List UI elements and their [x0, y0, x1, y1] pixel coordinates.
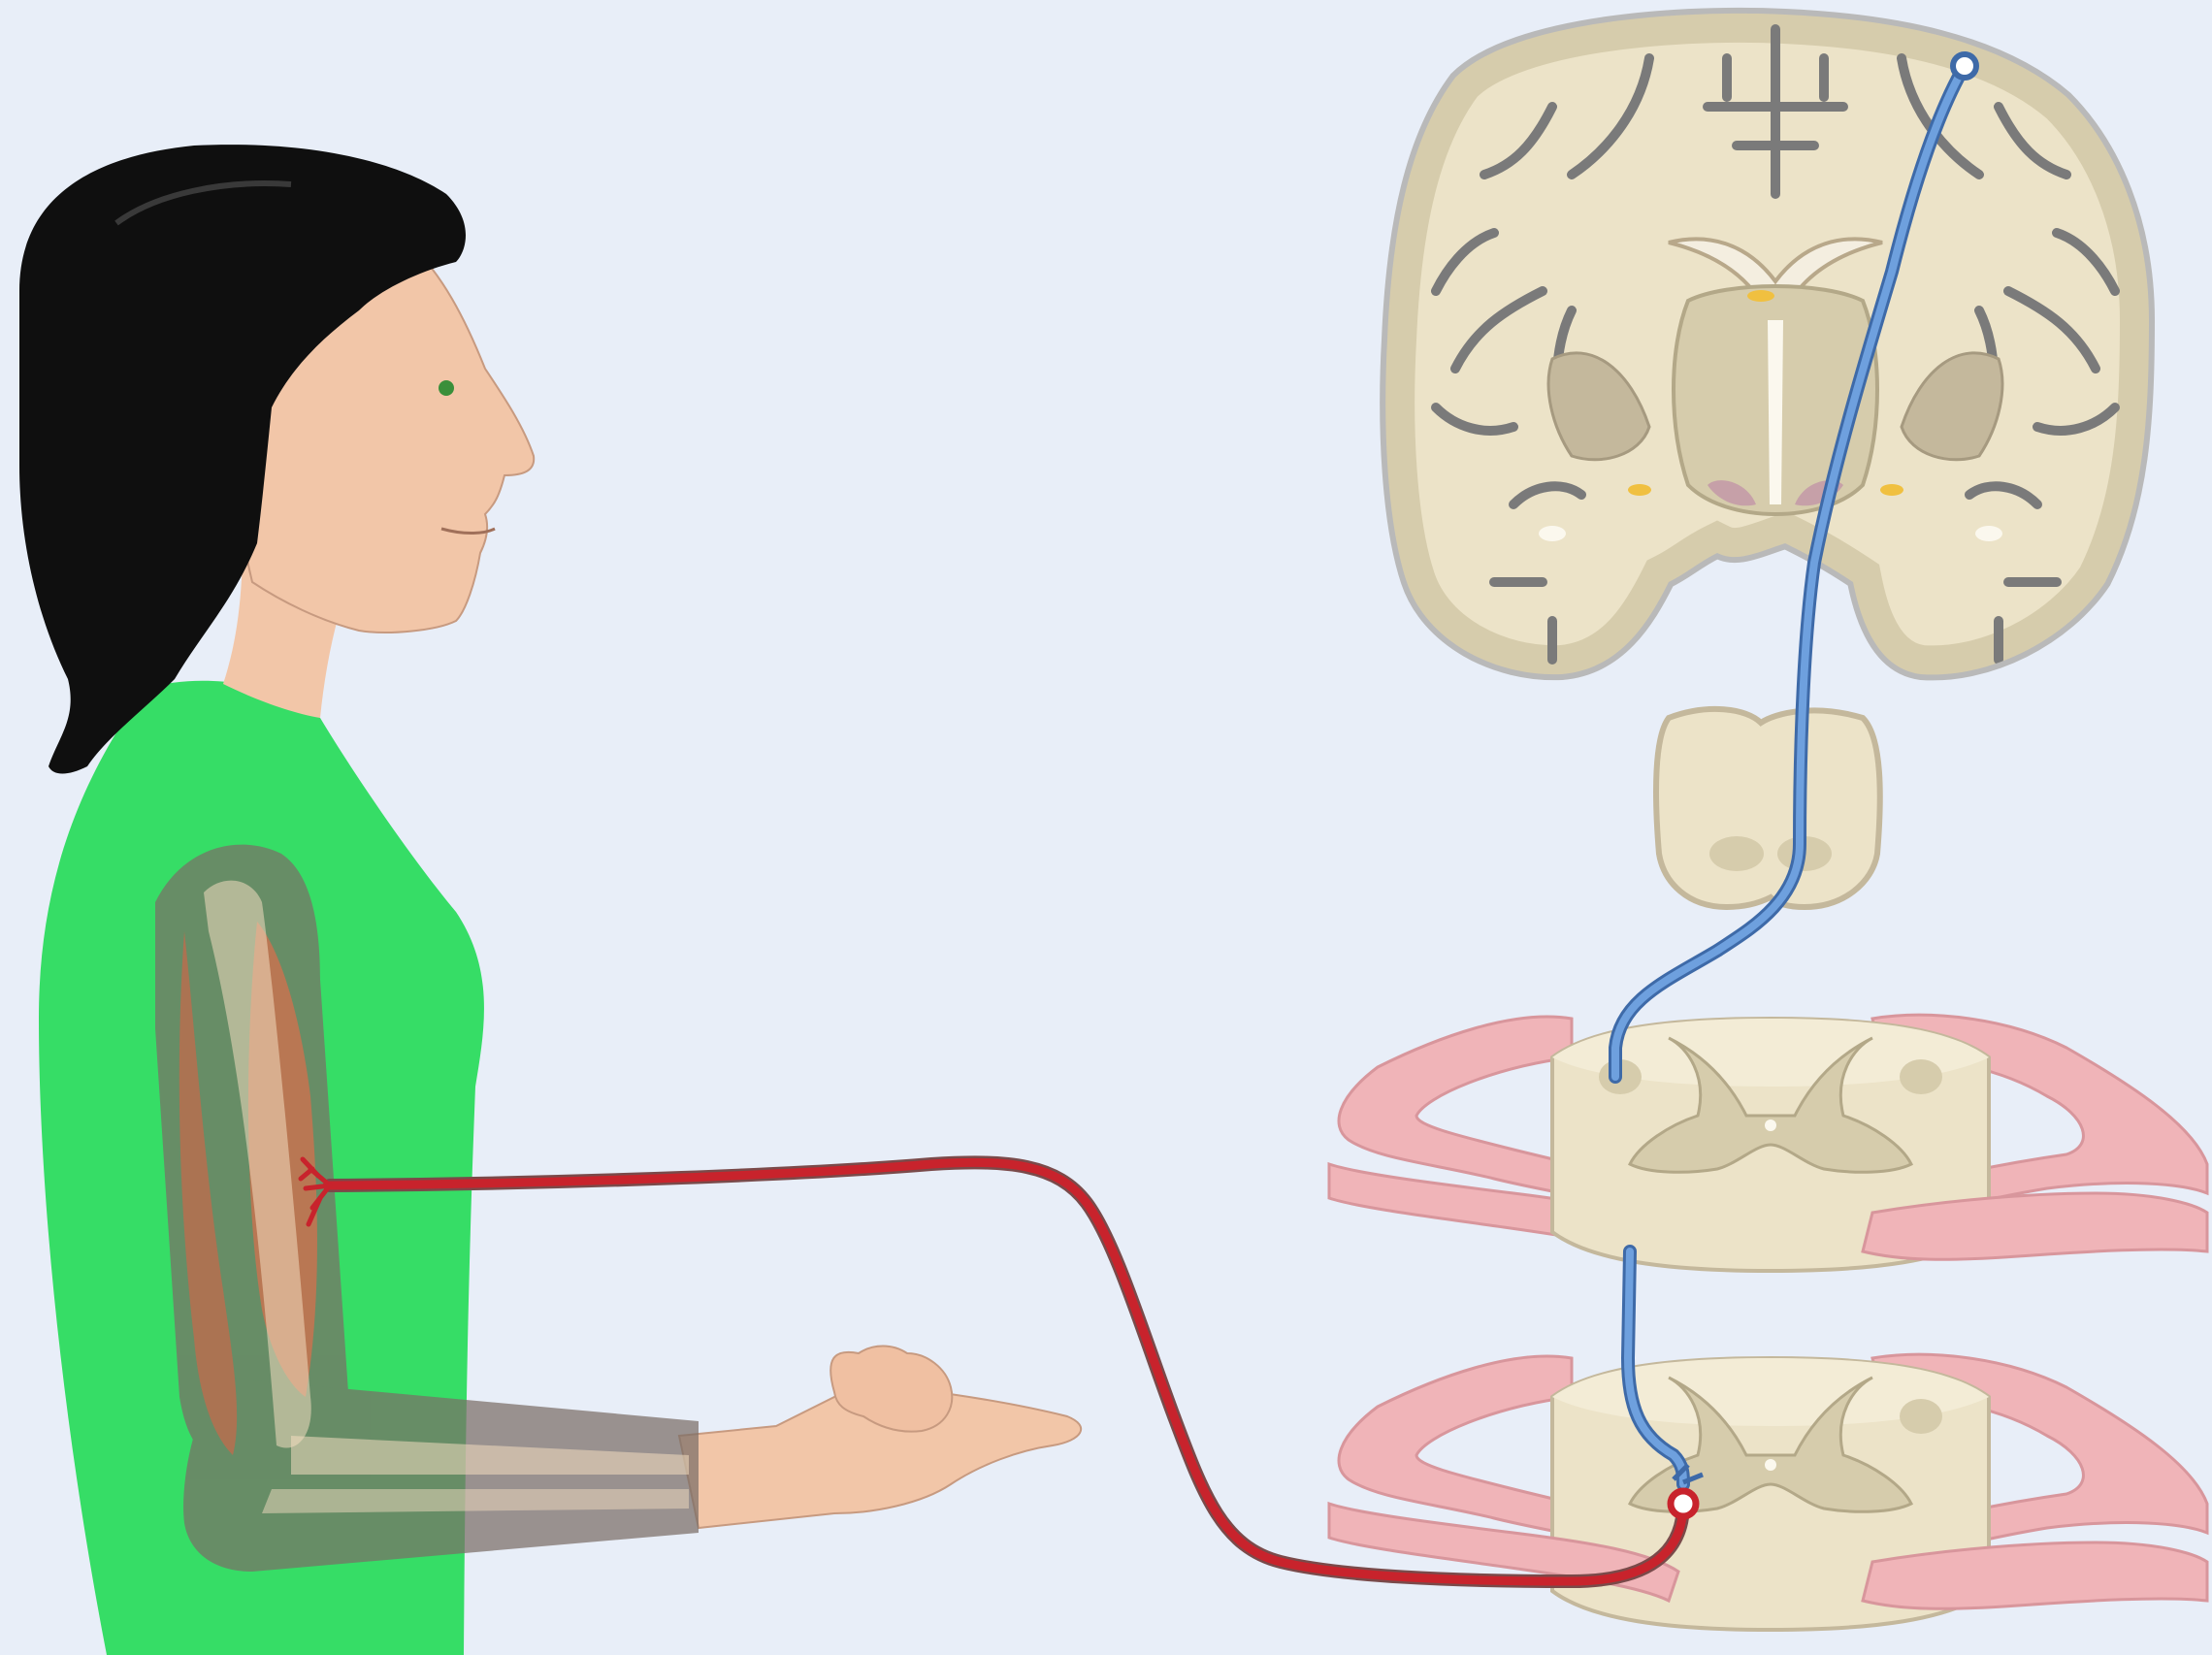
temporal-horn-right: [1975, 526, 2002, 541]
pyramid-left: [1709, 836, 1764, 871]
upper-motor-neuron-cell-body: [1953, 54, 1976, 78]
brain-coronal-section: [1385, 14, 2149, 675]
amygdala-right: [1880, 484, 1903, 496]
human-figure: [19, 145, 1081, 1655]
central-canal-lower: [1765, 1459, 1776, 1471]
spinal-cord-lower: [1329, 1354, 2207, 1630]
third-ventricle: [1768, 320, 1783, 504]
lateral-tract-lower: [1900, 1399, 1942, 1434]
lateral-tract-upper: [1900, 1059, 1942, 1094]
amygdala-left: [1628, 484, 1651, 496]
temporal-horn-left: [1539, 526, 1566, 541]
central-canal-upper: [1765, 1120, 1776, 1131]
lower-motor-neuron-cell-body: [1671, 1491, 1696, 1516]
spinal-cord-upper: [1329, 1015, 2207, 1271]
eye: [439, 380, 454, 396]
fornix-spot: [1747, 290, 1774, 302]
brainstem-section: [1656, 709, 1880, 907]
brainstem-outline: [1656, 709, 1880, 907]
